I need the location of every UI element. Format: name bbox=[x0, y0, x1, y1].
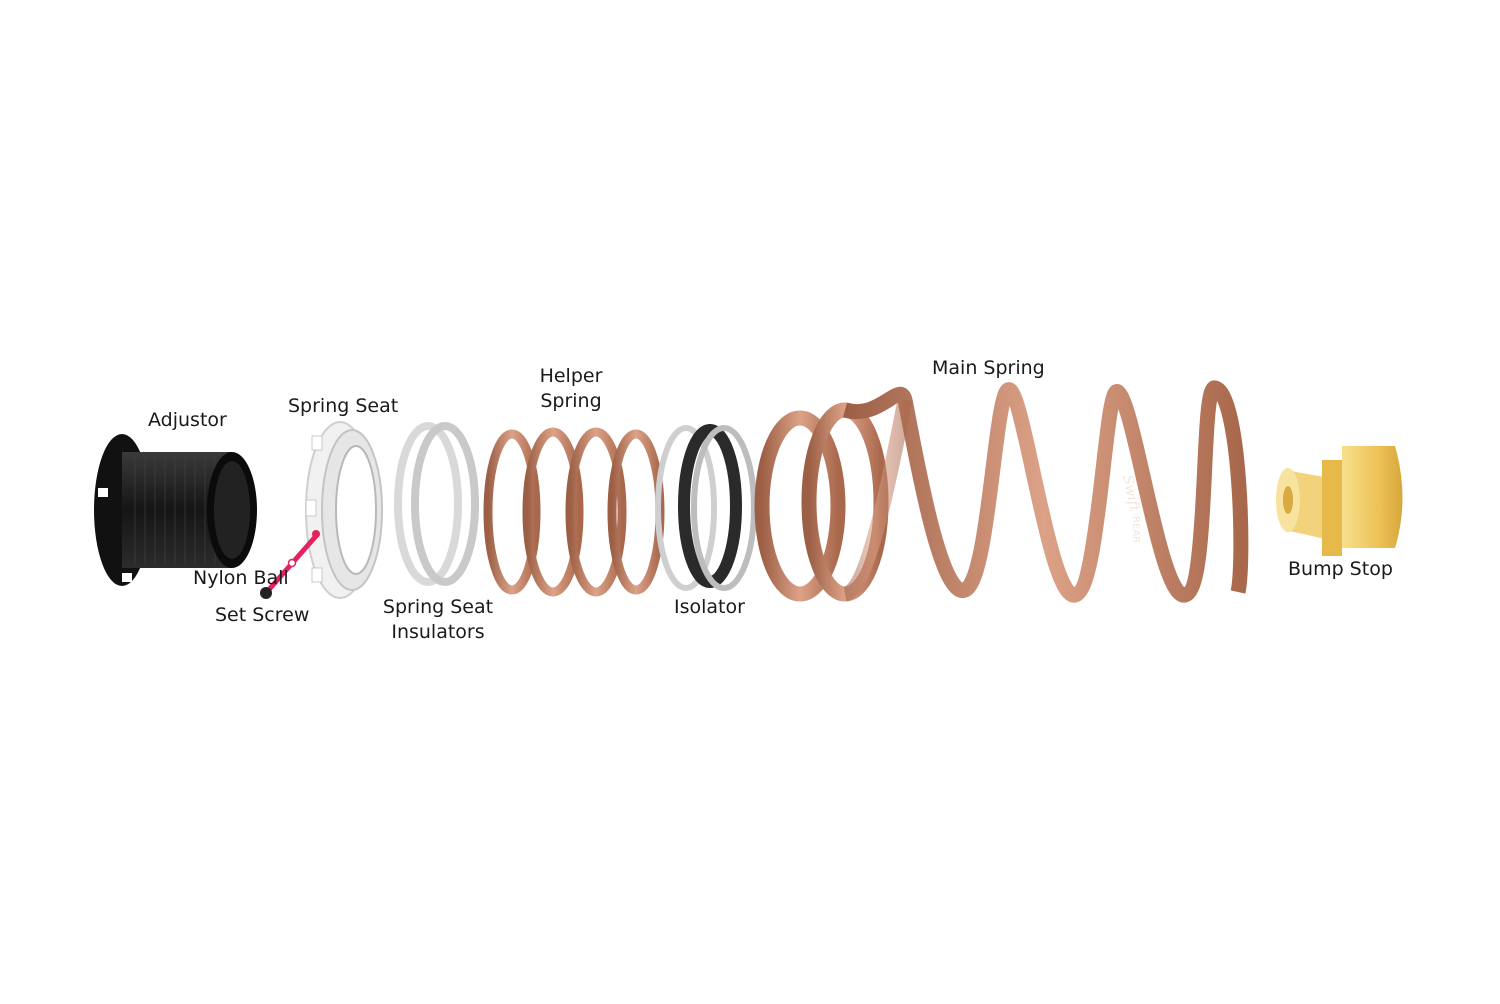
set-screw-part bbox=[260, 533, 319, 599]
main-spring-part bbox=[754, 380, 1249, 603]
label-adjustor: Adjustor bbox=[148, 409, 227, 431]
helper-spring-part bbox=[483, 427, 665, 597]
label-isolator: Isolator bbox=[674, 596, 745, 618]
label-set-screw: Set Screw bbox=[215, 604, 310, 626]
label-bump-stop: Bump Stop bbox=[1288, 558, 1393, 580]
label-main-spring: Main Spring bbox=[932, 357, 1045, 379]
bump-stop-part bbox=[1276, 446, 1403, 556]
svg-text:REAR: REAR bbox=[1130, 516, 1141, 543]
spring-seat-part bbox=[305, 421, 383, 599]
svg-text:Swift: Swift bbox=[1119, 474, 1142, 514]
label-spring-seat: Spring Seat bbox=[288, 395, 399, 417]
insulators-part bbox=[394, 422, 479, 586]
main-spring-brand: Swift REAR bbox=[1119, 474, 1142, 544]
label-nylon-ball: Nylon Ball bbox=[193, 567, 289, 589]
isolator-part bbox=[655, 424, 757, 591]
adjustor-part bbox=[94, 434, 257, 586]
